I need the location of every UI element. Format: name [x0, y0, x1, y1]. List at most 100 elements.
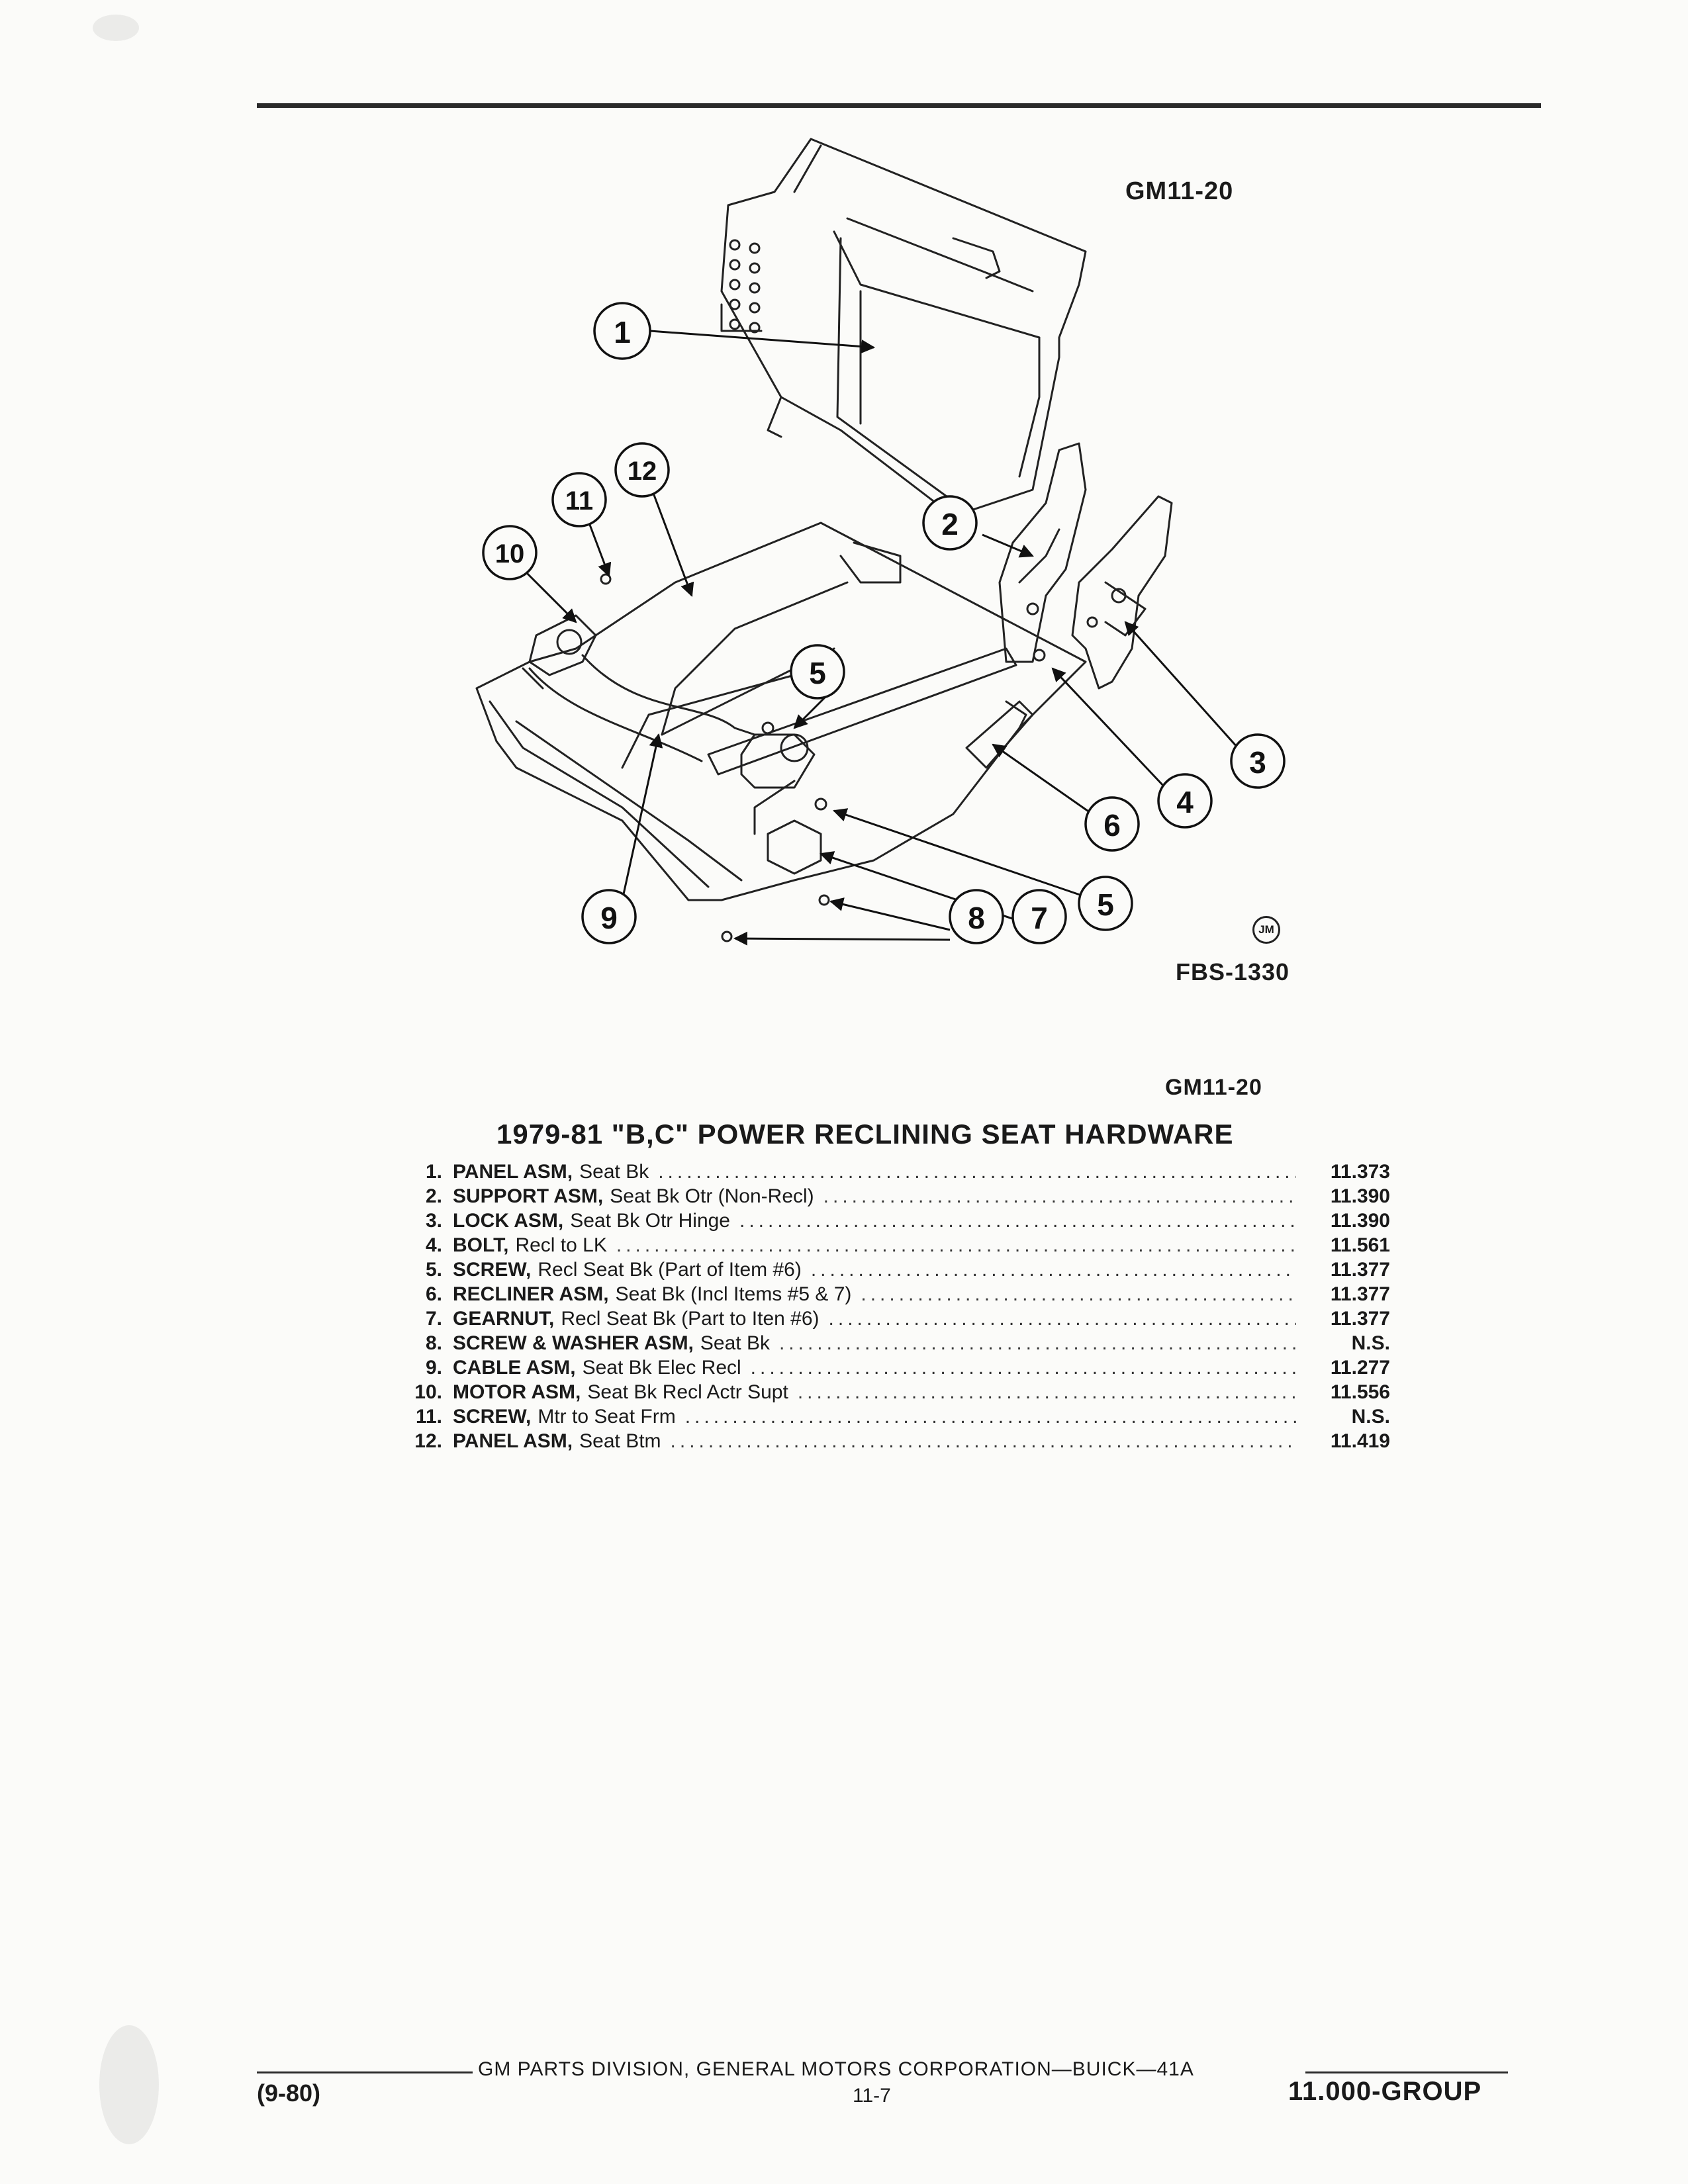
- part-name: LOCK ASM,: [453, 1210, 564, 1232]
- group-number: 11.377: [1330, 1259, 1390, 1281]
- callout-8-label: 8: [968, 901, 985, 935]
- lock-assembly-drawing: [1071, 495, 1173, 690]
- callout-6-circle: [1084, 796, 1140, 852]
- part-name: PANEL ASM,: [453, 1161, 573, 1183]
- callout-10-circle: [482, 525, 538, 580]
- callout-6-label: 6: [1103, 808, 1121, 842]
- part-number: 4.: [425, 1234, 442, 1256]
- leader-dots: ........................................…: [810, 1259, 1296, 1281]
- page-number: 11-7: [853, 2085, 891, 2107]
- part-description: Recl to LK: [515, 1234, 607, 1256]
- leader-dots: ........................................…: [739, 1210, 1296, 1232]
- parts-list-row: 12.PANEL ASM,Seat Btm...................…: [397, 1429, 1390, 1453]
- footer-rule-left: [257, 2071, 473, 2073]
- callout-11-label: 11: [565, 486, 593, 516]
- parts-list: 1.PANEL ASM,Seat Bk.....................…: [397, 1160, 1390, 1453]
- leader-dots: ........................................…: [684, 1406, 1296, 1428]
- figure-code-mid: GM11-20: [1165, 1075, 1262, 1100]
- leader-dots: ........................................…: [616, 1234, 1296, 1256]
- parts-list-row: 7.GEARNUT,Recl Seat Bk (Part to Iten #6)…: [397, 1306, 1390, 1331]
- recliner-assembly-drawing: [707, 647, 1034, 789]
- parts-list-row: 8.SCREW & WASHER ASM,Seat Bk............…: [397, 1331, 1390, 1355]
- callout-3-label: 3: [1249, 745, 1266, 780]
- part-number: 7.: [425, 1308, 442, 1330]
- support-assembly-drawing: [998, 442, 1087, 663]
- callout-10-label: 10: [495, 539, 525, 569]
- part-number: 9.: [425, 1357, 442, 1379]
- group-number: 11.390: [1330, 1210, 1390, 1232]
- callout-12-circle: [614, 442, 670, 498]
- scan-artifact: [99, 2025, 159, 2144]
- part-description: Recl Seat Bk (Part to Iten #6): [561, 1308, 820, 1330]
- callout-9-label: 9: [600, 901, 618, 935]
- part-number: 11.: [415, 1406, 442, 1428]
- callout-5a-circle: [790, 644, 845, 700]
- part-description: Mtr to Seat Frm: [538, 1406, 676, 1428]
- callout-5b-label: 5: [1097, 887, 1114, 922]
- part-number: 5.: [425, 1259, 442, 1281]
- drawing-code: FBS-1330: [1176, 958, 1290, 985]
- footer-publisher: GM PARTS DIVISION, GENERAL MOTORS CORPOR…: [478, 2058, 1194, 2080]
- part-description: Recl Seat Bk (Part of Item #6): [538, 1259, 802, 1281]
- part-description: Seat Bk: [700, 1332, 770, 1354]
- leader-5b: [833, 808, 1086, 898]
- parts-list-row: 11. SCREW, Mtr to Seat Frm................…: [397, 1404, 1390, 1429]
- leader-2: [982, 533, 1034, 558]
- leader-10: [525, 571, 577, 623]
- part-description: Seat Btm: [579, 1430, 661, 1452]
- part-name: SCREW,: [453, 1259, 532, 1281]
- callout-5b-circle: [1078, 876, 1133, 931]
- group-number: 11.377: [1330, 1308, 1390, 1330]
- part-name: SCREW & WASHER ASM,: [453, 1332, 694, 1354]
- callout-2-label: 2: [941, 507, 959, 541]
- header-rule: [257, 103, 1541, 108]
- footer-date: (9-80): [257, 2079, 321, 2107]
- callout-5a-label: 5: [809, 656, 826, 690]
- scan-artifact: [93, 15, 139, 41]
- parts-list-row: 4.BOLT,Recl to LK.......................…: [397, 1233, 1390, 1257]
- part-number: 2.: [425, 1185, 442, 1207]
- leader-12: [651, 489, 694, 597]
- leader-3: [1124, 621, 1239, 749]
- figure-code-top: GM11-20: [1125, 177, 1234, 205]
- artist-mark: JM: [1252, 916, 1280, 944]
- part-description: Seat Bk Recl Actr Supt: [587, 1381, 788, 1403]
- motor-and-cable-drawing: [522, 614, 756, 762]
- parts-list-row: 1.PANEL ASM,Seat Bk.....................…: [397, 1160, 1390, 1184]
- part-description: Seat Bk Elec Recl: [582, 1357, 741, 1379]
- part-number: 10.: [414, 1381, 442, 1403]
- group-number: 11.377: [1330, 1283, 1390, 1305]
- group-number: N.S.: [1351, 1332, 1390, 1354]
- callout-12-label: 12: [628, 457, 657, 486]
- leader-dots: ........................................…: [828, 1308, 1296, 1330]
- leader-dots: ........................................…: [797, 1381, 1296, 1403]
- leader-dots: ........................................…: [670, 1430, 1296, 1452]
- group-number: N.S.: [1351, 1406, 1390, 1428]
- callout-1-circle: [593, 302, 651, 360]
- parts-list-row: 9.CABLE ASM,Seat Bk Elec Recl...........…: [397, 1355, 1390, 1380]
- part-number: 6.: [425, 1283, 442, 1305]
- leader-dots: ........................................…: [861, 1283, 1296, 1305]
- group-number: 11.373: [1330, 1161, 1390, 1183]
- callout-3-circle: [1230, 733, 1286, 789]
- callout-4-circle: [1157, 773, 1213, 829]
- part-name: RECLINER ASM,: [453, 1283, 609, 1305]
- parts-list-title: 1979-81 "B,C" POWER RECLINING SEAT HARDW…: [496, 1118, 1234, 1150]
- part-number: 12.: [414, 1430, 442, 1452]
- group-number: 11.277: [1330, 1357, 1390, 1379]
- leader-dots: ........................................…: [823, 1185, 1296, 1207]
- part-name: SCREW,: [453, 1406, 532, 1428]
- footer-group: 11.000-GROUP: [1288, 2077, 1482, 2106]
- parts-list-row: 2.SUPPORT ASM,Seat Bk Otr (Non-Recl)....…: [397, 1184, 1390, 1208]
- callout-9-circle: [581, 889, 637, 944]
- leader-dots: ........................................…: [750, 1357, 1296, 1379]
- part-number: 3.: [425, 1210, 442, 1232]
- gearnut-drawing: [767, 819, 822, 875]
- parts-list-row: 10.MOTOR ASM,Seat Bk Recl Actr Supt.....…: [397, 1380, 1390, 1404]
- group-number: 11.419: [1330, 1430, 1390, 1452]
- group-number: 11.556: [1330, 1381, 1390, 1403]
- leader-dots: ........................................…: [778, 1332, 1296, 1354]
- callout-7-circle: [1011, 889, 1067, 944]
- leader-8b: [733, 931, 951, 946]
- callout-7-label: 7: [1031, 901, 1048, 935]
